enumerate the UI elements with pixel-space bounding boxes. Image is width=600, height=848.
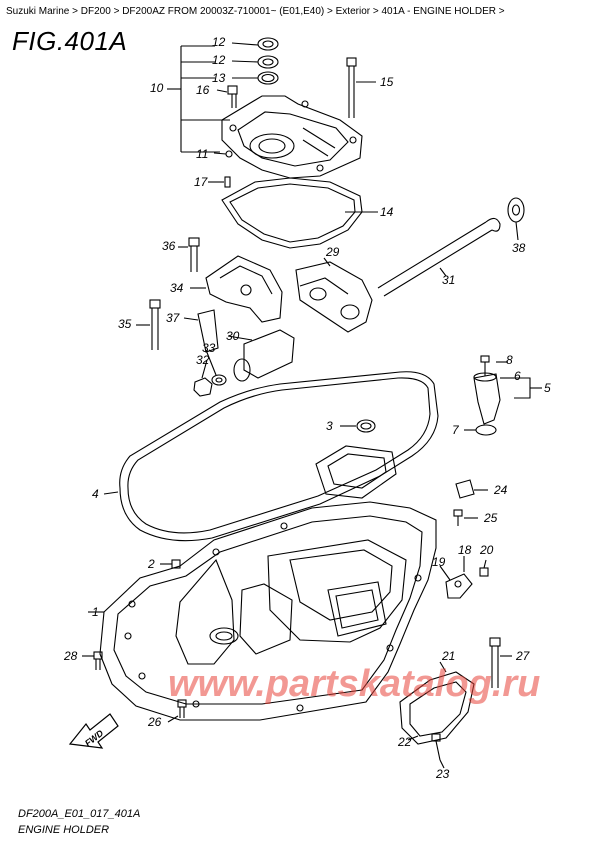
figure-title: FIG.401A: [12, 26, 128, 56]
callout-34[interactable]: 34: [170, 281, 184, 295]
breadcrumb-sep: >: [113, 6, 120, 17]
callout-25[interactable]: 25: [483, 511, 498, 525]
callout-23[interactable]: 23: [435, 767, 450, 781]
callout-24[interactable]: 24: [493, 483, 508, 497]
callout-8[interactable]: 8: [506, 353, 513, 367]
callout-37[interactable]: 37: [166, 311, 181, 325]
figure-name: ENGINE HOLDER: [18, 824, 110, 836]
figure-code: DF200A_E01_017_401A: [18, 808, 141, 820]
callout-1[interactable]: 1: [92, 605, 99, 619]
callout-21[interactable]: 21: [441, 649, 455, 663]
callout-6[interactable]: 6: [514, 369, 521, 383]
callout-20[interactable]: 20: [479, 543, 494, 557]
callout-11[interactable]: 11: [196, 147, 208, 161]
fwd-arrow-icon: FWD: [68, 713, 119, 749]
callout-30[interactable]: 30: [226, 329, 240, 343]
callout-28[interactable]: 28: [63, 649, 78, 663]
breadcrumb-item-3[interactable]: DF200AZ FROM 20003Z-710001~ (E01,E40): [122, 6, 325, 17]
callout-4[interactable]: 4: [92, 487, 99, 501]
callout-7[interactable]: 7: [452, 423, 460, 437]
breadcrumb-item-5[interactable]: 401A - ENGINE HOLDER: [381, 6, 496, 17]
breadcrumb-sep: >: [498, 6, 505, 17]
breadcrumb-sep: >: [72, 6, 78, 17]
callout-13[interactable]: 13: [212, 71, 226, 85]
callout-5[interactable]: 5: [544, 381, 551, 395]
callout-16[interactable]: 16: [196, 83, 210, 97]
callout-27[interactable]: 27: [515, 649, 531, 663]
callout-14[interactable]: 14: [380, 205, 394, 219]
breadcrumb-sep: >: [372, 6, 379, 17]
callout-38[interactable]: 38: [512, 241, 526, 255]
callout-17[interactable]: 17: [194, 175, 209, 189]
callout-12[interactable]: 12: [212, 35, 226, 49]
callout-32[interactable]: 32: [196, 353, 210, 367]
breadcrumb-sep: >: [327, 6, 333, 17]
callout-19[interactable]: 19: [432, 555, 446, 569]
callout-29[interactable]: 29: [325, 245, 340, 259]
callout-33[interactable]: 33: [202, 341, 216, 355]
callout-22[interactable]: 22: [397, 735, 412, 749]
callout-18[interactable]: 18: [458, 543, 472, 557]
watermark: www.partskatalog.ru: [168, 663, 540, 705]
breadcrumb-item-4[interactable]: Exterior: [335, 6, 371, 17]
callout-2[interactable]: 2: [147, 557, 155, 571]
callout-31[interactable]: 31: [442, 273, 455, 287]
callout-35[interactable]: 35: [118, 317, 132, 331]
callout-36[interactable]: 36: [162, 239, 176, 253]
callout-3[interactable]: 3: [326, 419, 333, 433]
callout-15[interactable]: 15: [380, 75, 394, 89]
breadcrumb-item-1[interactable]: Suzuki Marine: [6, 6, 70, 17]
breadcrumb: Suzuki Marine > DF200 > DF200AZ FROM 200…: [6, 6, 505, 17]
breadcrumb-item-2[interactable]: DF200: [80, 6, 111, 17]
callout-10[interactable]: 10: [150, 81, 164, 95]
callout-12[interactable]: 12: [212, 53, 226, 67]
callout-26[interactable]: 26: [147, 715, 162, 729]
